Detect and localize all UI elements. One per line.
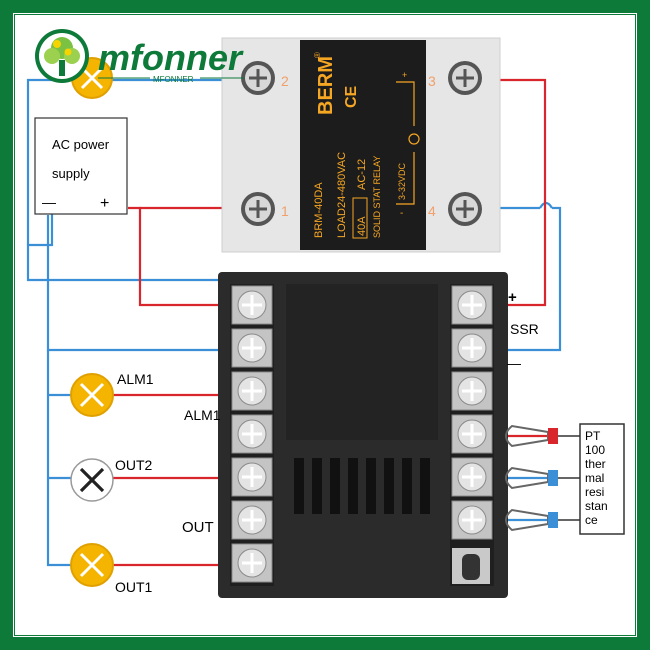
ac-supply-plus: + <box>100 195 109 212</box>
relay-screw-4 <box>448 192 482 226</box>
out-terminal-label: OUT <box>182 519 214 536</box>
lamp-out2-label: OUT2 <box>115 457 153 473</box>
right-terminal-2 <box>451 328 493 368</box>
blue-wires <box>26 78 562 567</box>
relay-terminal-2: 2 <box>281 73 289 89</box>
alm1-terminal-label: ALM1 <box>184 407 221 423</box>
right-terminal-4 <box>451 414 493 454</box>
lamp-alm1-label: ALM1 <box>117 371 154 387</box>
sensor-lug-blue-2 <box>505 508 558 532</box>
brand-logo: mfonner MFONNER <box>35 29 244 84</box>
pt100-sensor: PT 100 ther mal resi stan ce <box>505 423 625 535</box>
lamp-out1-icon <box>70 543 114 587</box>
relay-screw-2 <box>241 61 275 95</box>
relay-led-icon <box>408 133 420 145</box>
right-terminal-5 <box>451 457 493 497</box>
relay-model: BRM-40DA <box>313 182 325 238</box>
left-terminal-5 <box>231 457 273 497</box>
ac-power-supply: AC power supply — + <box>34 117 128 215</box>
wire-blue-relay-4b <box>490 206 562 352</box>
lamp-alm1-icon <box>70 373 114 417</box>
sensor-label-box <box>579 423 625 535</box>
relay-brand: BERM <box>315 56 337 115</box>
inner-border <box>14 14 636 636</box>
controller-left-terminals <box>231 285 273 583</box>
sensor-text: PT 100 ther mal resi stan ce <box>585 429 611 527</box>
sensor-line-6: ce <box>585 513 598 527</box>
sensor-lug-blue-1 <box>505 466 558 490</box>
ac-supply-minus: — <box>42 194 56 210</box>
relay-label-panel <box>300 40 426 250</box>
right-terminal-1 <box>451 285 493 325</box>
sensor-lug-red <box>505 424 558 448</box>
relay-terminal-4: 4 <box>428 203 436 219</box>
relay-registered-mark: ® <box>313 52 322 58</box>
relay-amps: 40A <box>356 216 368 236</box>
relay-control: 3-32VDC <box>397 162 407 200</box>
controller-vent <box>294 458 430 514</box>
sensor-line-3: mal <box>585 471 604 485</box>
right-terminal-3 <box>451 371 493 411</box>
relay-terminal-3: 3 <box>428 73 436 89</box>
relay-type: SOLID STAT RELAY <box>372 156 382 238</box>
brand-name: mfonner <box>98 37 244 78</box>
relay-control-minus: - <box>400 208 403 219</box>
wire-blue-lamp-top <box>26 78 240 245</box>
brand-sub: MFONNER <box>153 75 194 84</box>
lamp-out2-icon <box>70 458 114 502</box>
relay-terminal-1: 1 <box>281 203 289 219</box>
ssr-minus-label: — <box>507 355 521 371</box>
relay-screw-1 <box>241 192 275 226</box>
left-terminal-1 <box>231 285 273 325</box>
temperature-controller <box>218 272 508 598</box>
ac-supply-line1: AC power <box>52 137 110 152</box>
sensor-line-0: PT <box>585 429 601 443</box>
right-terminal-6 <box>451 500 493 540</box>
ac-supply-line2: supply <box>52 166 90 181</box>
sensor-line-5: stan <box>585 499 608 513</box>
relay-ac: AC-12 <box>356 159 368 190</box>
sensor-line-4: resi <box>585 485 604 499</box>
solid-state-relay: 2 1 3 4 BERM ® CE BRM-40DA LOAD24-480VAC… <box>221 37 501 253</box>
controller-right-terminals <box>451 285 493 540</box>
left-terminal-2 <box>231 328 273 368</box>
left-terminal-7 <box>231 543 273 583</box>
wire-blue-out1 <box>46 350 72 567</box>
left-terminal-6 <box>231 500 273 540</box>
ssr-label: SSR <box>510 321 539 337</box>
ssr-plus-label: + <box>508 289 517 306</box>
wire-red-relay-3 <box>482 78 547 307</box>
lamp-out1-label: OUT1 <box>115 579 153 595</box>
left-terminal-4 <box>231 414 273 454</box>
sensor-line-2: ther <box>585 457 606 471</box>
left-terminal-3 <box>231 371 273 411</box>
relay-control-plus: + <box>402 70 407 80</box>
relay-screw-3 <box>448 61 482 95</box>
relay-load: LOAD24-480VAC <box>336 152 348 238</box>
relay-ce-mark: CE <box>343 85 360 108</box>
sensor-line-1: 100 <box>585 443 605 457</box>
wire-red-supply-plus <box>128 206 232 307</box>
